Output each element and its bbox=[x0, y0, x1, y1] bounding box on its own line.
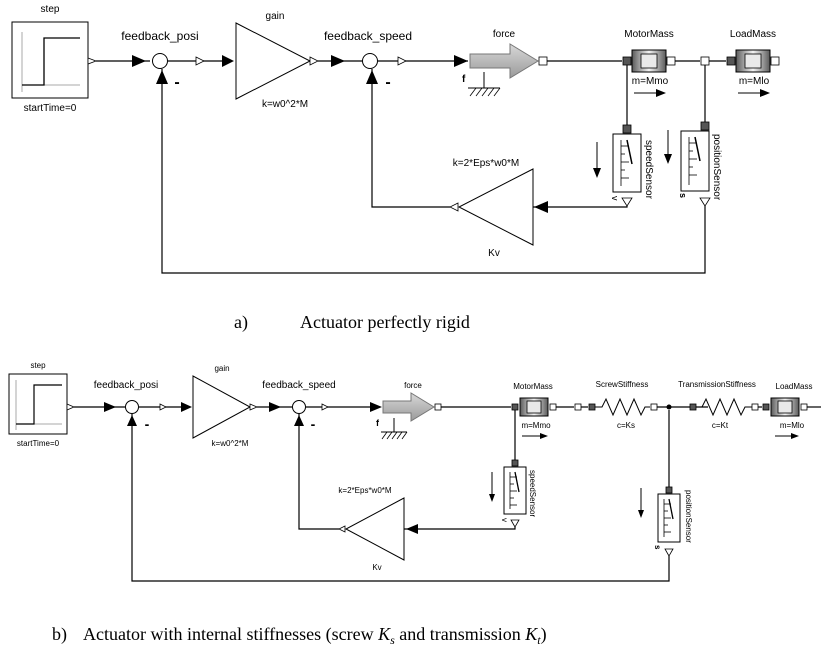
screw-stiffness-param-b: c=Ks bbox=[617, 421, 635, 430]
caption-b-text-3: ) bbox=[541, 624, 547, 645]
diagram-a: step startTime=0 feedback_posi - gain k=… bbox=[11, 4, 780, 274]
gain-title-b: gain bbox=[214, 364, 229, 373]
caption-a-text: Actuator perfectly rigid bbox=[300, 312, 470, 332]
step-block-a[interactable] bbox=[11, 21, 89, 99]
motor-mass-title-a: MotorMass bbox=[624, 29, 673, 40]
motor-mass-title-b: MotorMass bbox=[513, 382, 553, 391]
position-port-label-b: s bbox=[653, 545, 662, 550]
motor-mass-param-a: m=Mmo bbox=[632, 76, 669, 87]
position-sensor-a[interactable] bbox=[680, 130, 710, 192]
gain-block-b[interactable] bbox=[192, 375, 252, 439]
step-title-b: step bbox=[30, 361, 46, 370]
screw-stiffness-title-b: ScrewStiffness bbox=[596, 380, 649, 389]
position-port-label-a: s bbox=[678, 193, 688, 198]
feedback-speed-label-b: feedback_speed bbox=[262, 380, 335, 391]
caption-b-prefix: b) bbox=[52, 624, 67, 645]
speed-port-label-b: v bbox=[500, 518, 509, 522]
load-mass-title-a: LoadMass bbox=[730, 29, 776, 40]
step-output-port-a bbox=[87, 57, 98, 65]
caption-b: b) Actuator with internal stiffnesses (sc… bbox=[52, 624, 547, 647]
position-sensor-label-a: positionSensor bbox=[711, 134, 722, 201]
feedback-posi-minus-a: - bbox=[174, 74, 179, 91]
position-sensor-b[interactable] bbox=[657, 493, 681, 543]
speed-sensor-label-b: speedSensor bbox=[528, 470, 537, 517]
force-title-a: force bbox=[493, 29, 516, 40]
feedback-posi-label-b: feedback_posi bbox=[94, 380, 159, 391]
gain-title-a: gain bbox=[266, 11, 285, 22]
motor-mass-param-b: m=Mmo bbox=[521, 421, 551, 430]
speed-port-label-a: v bbox=[610, 196, 620, 201]
step-block-b[interactable] bbox=[8, 373, 68, 435]
position-sensor-label-b: positionSensor bbox=[684, 490, 693, 543]
caption-a-prefix: a) bbox=[234, 312, 248, 333]
feedback-speed-sum-a[interactable] bbox=[362, 53, 378, 69]
caption-b-text-1: Actuator with internal stiffnesses (scre… bbox=[83, 624, 378, 645]
kv-block-b[interactable] bbox=[344, 497, 405, 561]
feedback-speed-sum-b[interactable] bbox=[292, 400, 306, 414]
step-title-a: step bbox=[41, 4, 60, 15]
transmission-stiffness-title-b: TransmissionStiffness bbox=[678, 380, 756, 389]
feedback-speed-minus-a: - bbox=[385, 74, 390, 91]
force-block-b[interactable] bbox=[381, 392, 435, 440]
load-mass-title-b: LoadMass bbox=[776, 382, 813, 391]
gain-block-a[interactable] bbox=[235, 22, 312, 100]
load-mass-param-a: m=Mlo bbox=[739, 76, 770, 87]
kv-param-a: k=2*Eps*w0*M bbox=[453, 158, 519, 169]
kv-param-b: k=2*Eps*w0*M bbox=[338, 486, 391, 495]
kv-block-a[interactable] bbox=[457, 168, 534, 246]
screw-stiffness-spring-b[interactable] bbox=[595, 397, 650, 417]
feedback-posi-sum-a[interactable] bbox=[152, 53, 168, 69]
kv-title-b: Kv bbox=[372, 563, 381, 572]
feedback-posi-label-a: feedback_posi bbox=[121, 29, 198, 43]
force-block-a[interactable] bbox=[468, 43, 539, 97]
transmission-stiffness-param-b: c=Kt bbox=[712, 421, 729, 430]
caption-b-ks-sub: s bbox=[390, 633, 395, 647]
speed-sensor-b[interactable] bbox=[503, 466, 527, 515]
caption-b-kt: K bbox=[524, 624, 538, 644]
kv-title-a: Kv bbox=[488, 248, 500, 259]
gain-param-a: k=w0^2*M bbox=[262, 99, 308, 110]
feedback-posi-minus-b: - bbox=[145, 416, 150, 432]
feedback-speed-label-a: feedback_speed bbox=[324, 29, 412, 43]
speed-sensor-label-a: speedSensor bbox=[643, 140, 654, 200]
load-mass-param-b: m=Mlo bbox=[780, 421, 805, 430]
force-port-label-b: f bbox=[376, 418, 380, 428]
step-param-b: startTime=0 bbox=[17, 439, 60, 448]
force-title-b: force bbox=[404, 381, 422, 390]
diagram-b: step startTime=0 feedback_posi - gain k=… bbox=[8, 361, 821, 582]
caption-b-kt-sub: t bbox=[537, 633, 541, 647]
caption-b-text-2: and transmission bbox=[395, 624, 526, 644]
transmission-stiffness-spring-b[interactable] bbox=[696, 397, 752, 417]
gain-param-b: k=w0^2*M bbox=[212, 439, 249, 448]
step-param-a: startTime=0 bbox=[24, 103, 77, 114]
caption-b-ks: K bbox=[377, 624, 391, 644]
feedback-speed-minus-b: - bbox=[311, 416, 316, 432]
speed-sensor-a[interactable] bbox=[612, 133, 642, 193]
force-port-label-a: f bbox=[462, 74, 466, 85]
feedback-posi-sum-b[interactable] bbox=[125, 400, 139, 414]
